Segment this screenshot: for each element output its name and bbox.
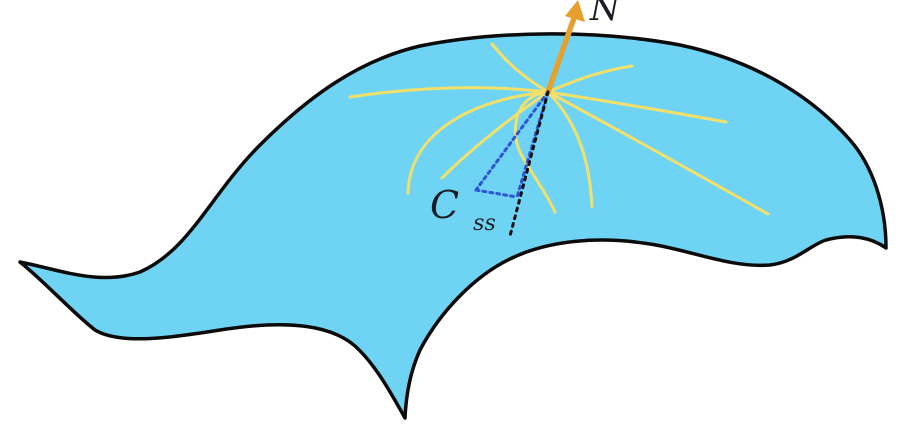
geodesic-curve-7 (546, 90, 728, 124)
normal-projection-line (508, 90, 550, 238)
geodesic-curve-1 (348, 86, 550, 99)
curvature-triangle-edge-2 (474, 188, 519, 199)
geodesic-curve-5 (490, 42, 550, 94)
normal-vector (545, 0, 585, 95)
curvature-triangle-edge-1 (474, 90, 550, 192)
geodesic-curve-3 (440, 90, 550, 180)
normal-vector-shaft (545, 15, 577, 95)
curved-surface (18, 32, 888, 420)
arrow-up-icon (565, 0, 585, 22)
geodesic-curves (348, 42, 770, 216)
geodesic-curve-9 (546, 90, 594, 209)
curvature-label-subscript: ss (473, 211, 496, 236)
geodesic-curve-4 (513, 90, 557, 214)
curvature-label: C ss (430, 183, 496, 236)
normal-label: N (589, 0, 621, 29)
curvature-label-main: C (430, 183, 459, 227)
geodesic-curve-2 (406, 90, 550, 195)
geodesic-curve-8 (546, 90, 770, 216)
geodesic-curve-6 (546, 64, 634, 94)
